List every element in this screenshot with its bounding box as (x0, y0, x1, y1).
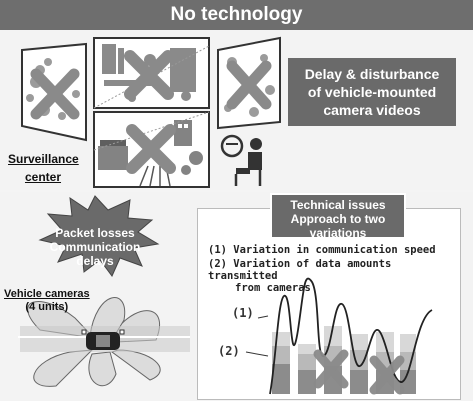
label-2-leader (245, 351, 269, 357)
packet-loss-burst (38, 195, 160, 277)
delay-box-line1: Delay & disturbance (304, 66, 440, 82)
monitor-left (21, 42, 87, 142)
issue-data-amounts: (2) Variation of data amounts transmitte… (208, 258, 392, 294)
cross-icon (226, 60, 272, 110)
packet-loss-text: Packet losses Communication delays (49, 226, 141, 268)
monitor-right (217, 36, 281, 130)
monitor-center (93, 37, 210, 109)
technical-issues-box: Technical issues Approach to two variati… (270, 193, 406, 240)
cross-icon (126, 124, 176, 174)
speed-curve (269, 277, 433, 395)
issue-communication-speed: (1) Variation in communication speed (208, 244, 436, 256)
cross-icon (369, 355, 405, 395)
operator-icon (220, 134, 262, 186)
delay-box-line2: of vehicle-mounted (307, 84, 437, 100)
cross-icon (124, 50, 174, 100)
bar-2 (298, 344, 316, 394)
cross-icon (313, 349, 349, 389)
car-icon (81, 329, 125, 350)
delay-box-line3: camera videos (323, 102, 421, 118)
page-title: No technology (0, 0, 473, 30)
vehicle-cameras-label: Vehicle cameras (4 units) (4, 288, 90, 313)
series-label-2: (2) (218, 344, 240, 358)
label-1-leader (257, 315, 269, 319)
series-label-1: (1) (232, 306, 254, 320)
delay-disturbance-box: Delay & disturbance of vehicle-mounted c… (288, 58, 456, 126)
cross-icon (30, 68, 80, 120)
monitor-bottom (93, 111, 210, 188)
surveillance-center-label: Surveillance center (8, 152, 79, 184)
